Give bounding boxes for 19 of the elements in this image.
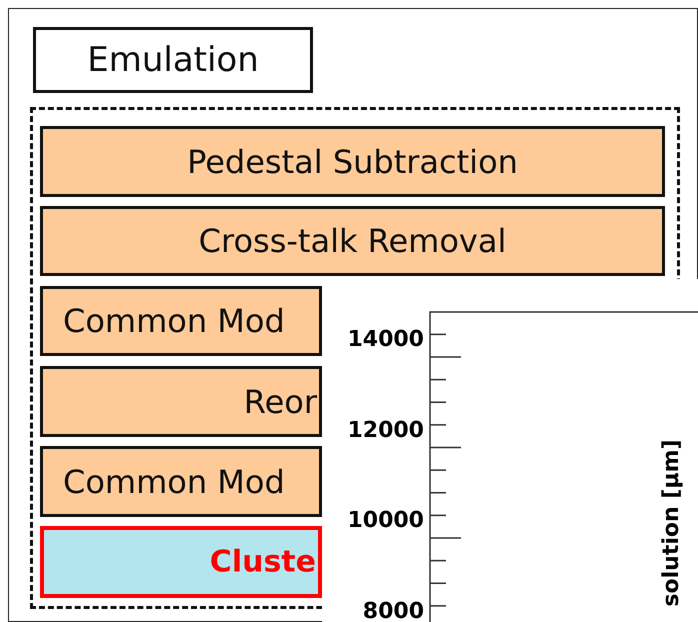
step-label: Reor [244,382,317,420]
title-box [33,27,313,93]
process-step-box [40,286,322,356]
process-step-box [40,206,665,276]
process-step-box [40,366,322,437]
axis-title: solution [μm] [659,439,684,607]
step-label: Common Mod [63,462,285,500]
step-label: Common Mod [63,302,285,340]
axis-tick-label: 8000 [362,598,424,622]
highlighted-step-box [40,526,322,598]
process-step-box [40,126,665,197]
process-step-box [40,446,322,517]
axis-tick-label: 10000 [346,508,424,533]
step-label: Cluste [210,544,316,580]
step-label: Emulation [87,40,259,80]
axis-tick-label: 12000 [346,418,424,442]
axis-tick-label: 14000 [346,327,424,352]
step-label: Cross-talk Removal [198,222,506,260]
step-label: Pedestal Subtraction [187,142,518,180]
